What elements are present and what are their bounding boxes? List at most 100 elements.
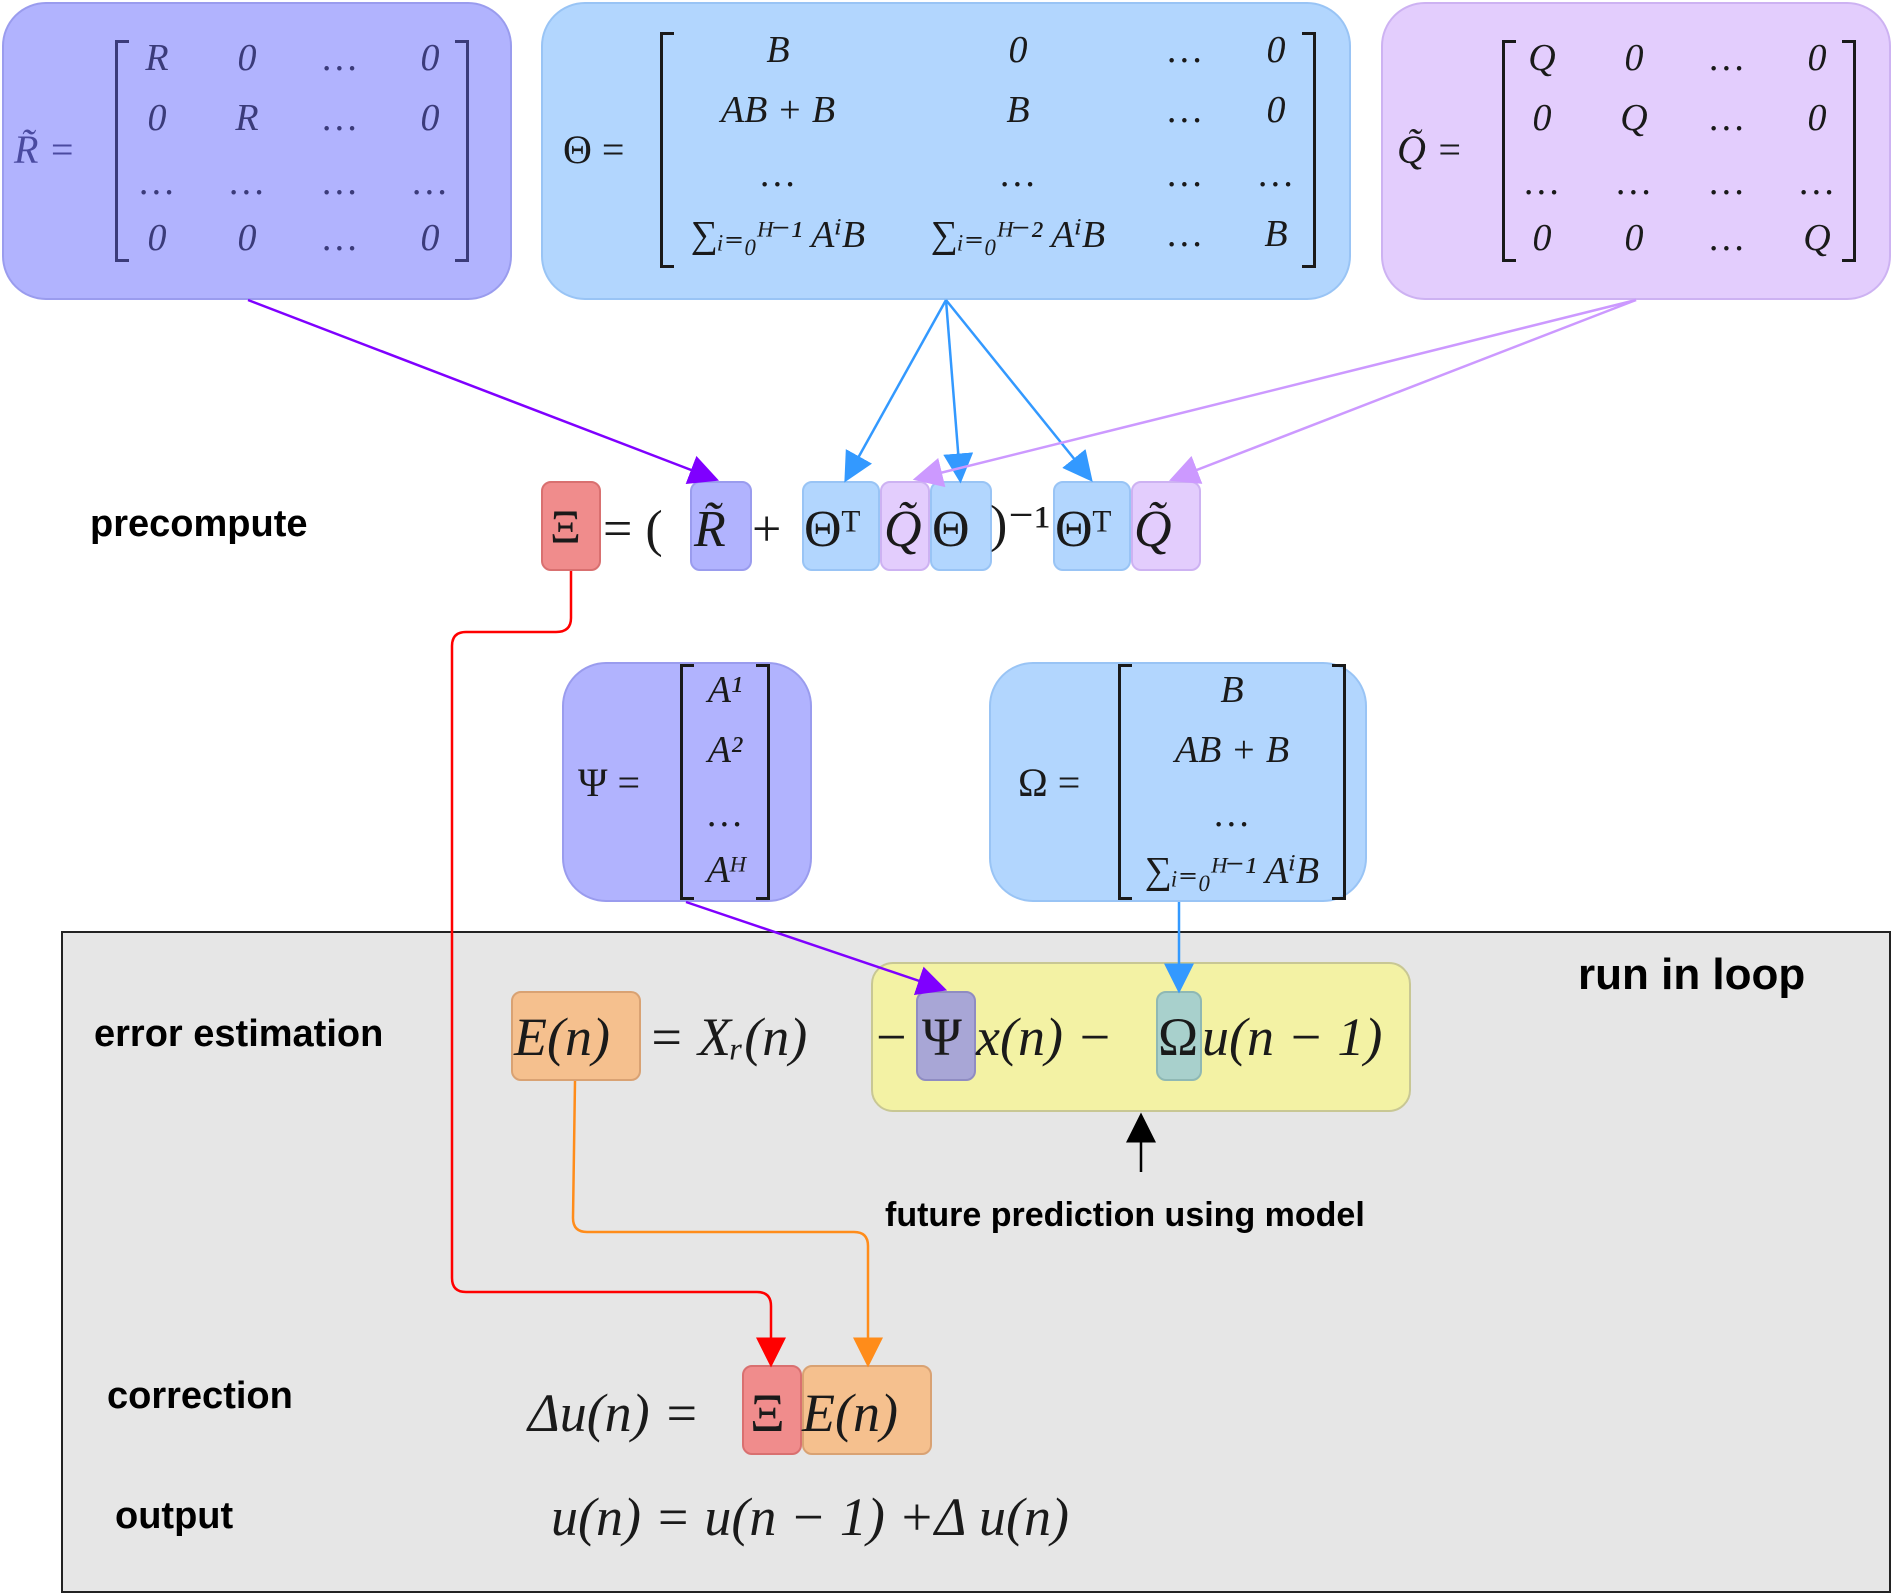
xi-equation-plus: + bbox=[752, 501, 782, 558]
output-label: output bbox=[115, 1495, 234, 1537]
xi-equation-theta: Θ bbox=[932, 501, 970, 558]
q-tilde-left-bracket bbox=[1502, 40, 1516, 262]
q-tilde-highlight bbox=[880, 481, 930, 571]
xi-equation-q2: Q̃ bbox=[1134, 501, 1172, 558]
xi-equation-xi: Ξ bbox=[550, 501, 581, 554]
q-tilde-cell-0-1: 0 bbox=[1624, 37, 1644, 79]
error-eq-u: u(n − 1) bbox=[1202, 1007, 1383, 1067]
precompute-label: precompute bbox=[90, 503, 308, 545]
theta-right-bracket bbox=[1302, 32, 1316, 268]
psi-left-bracket bbox=[680, 664, 694, 900]
error-estimation-label: error estimation bbox=[94, 1013, 384, 1055]
theta-cell-1-2: … bbox=[1168, 89, 1202, 131]
omega-cell-2-0: … bbox=[1215, 793, 1249, 835]
q-tilde-cell-3-2: … bbox=[1710, 217, 1744, 259]
omega-left-bracket bbox=[1118, 664, 1132, 900]
xi-equation-theta-t2: Θᵀ bbox=[1055, 501, 1112, 558]
q-tilde-cell-3-0: 0 bbox=[1532, 217, 1552, 259]
q-tilde-cell-1-3: 0 bbox=[1807, 97, 1827, 139]
q-tilde-cell-0-0: Q bbox=[1528, 37, 1556, 79]
theta-cell-3-0: ∑ᵢ₌₀ᴴ⁻¹ AⁱB bbox=[690, 214, 866, 256]
r-tilde-cell-3-1: 0 bbox=[237, 217, 257, 259]
omega-cell-0-0: B bbox=[1220, 669, 1244, 711]
r-tilde-cell-0-3: 0 bbox=[420, 37, 440, 79]
theta-cell-3-3: B bbox=[1264, 213, 1288, 255]
xi-equation-q: Q̃ bbox=[884, 501, 922, 558]
theta-cell-2-1: … bbox=[1001, 153, 1035, 195]
r-tilde-cell-0-2: … bbox=[323, 37, 357, 79]
theta-cell-1-0: AB + B bbox=[720, 89, 836, 131]
future-prediction-label: future prediction using model bbox=[885, 1196, 1365, 1234]
q-tilde-cell-2-3: … bbox=[1800, 161, 1834, 203]
correction-xi: Ξ bbox=[750, 1383, 785, 1443]
theta-cell-2-3: … bbox=[1259, 153, 1293, 195]
r-tilde-cell-3-3: 0 bbox=[420, 217, 440, 259]
q-tilde-cell-0-3: 0 bbox=[1807, 37, 1827, 79]
psi-cell-1-0: A² bbox=[707, 729, 743, 771]
q-tilde-right-bracket bbox=[1842, 40, 1856, 262]
r-tilde-cell-1-2: … bbox=[323, 97, 357, 139]
error-eq-omega: Ω bbox=[1158, 1007, 1199, 1067]
q-tilde-lhs: Q̃ = bbox=[1397, 127, 1463, 172]
q-tilde-cell-3-1: 0 bbox=[1624, 217, 1644, 259]
r-tilde-right-bracket bbox=[455, 40, 469, 262]
r-tilde-cell-2-0: … bbox=[140, 161, 174, 203]
r-tilde-cell-2-3: … bbox=[413, 161, 447, 203]
q-tilde-cell-2-1: … bbox=[1617, 161, 1651, 203]
error-eq-xr: = Xᵣ(n) bbox=[648, 1007, 808, 1067]
run-in-loop-label: run in loop bbox=[1578, 950, 1806, 999]
arrow-q-to-q bbox=[912, 298, 1637, 488]
theta-cell-2-2: … bbox=[1168, 153, 1202, 195]
error-eq-minus: − bbox=[876, 1007, 907, 1067]
xi-equation-eq-open: = ( bbox=[603, 501, 663, 558]
theta-cell-1-1: B bbox=[1006, 89, 1030, 131]
theta-matrix-box bbox=[541, 2, 1351, 300]
r-tilde-cell-0-0: R bbox=[145, 37, 169, 79]
theta-cell-0-3: 0 bbox=[1266, 29, 1286, 71]
r-tilde-cell-2-2: … bbox=[323, 161, 357, 203]
omega-lhs: Ω = bbox=[1018, 760, 1081, 805]
theta-cell-3-1: ∑ᵢ₌₀ᴴ⁻² AⁱB bbox=[930, 214, 1106, 256]
omega-highlight bbox=[1156, 991, 1202, 1081]
arrow-r-to-r bbox=[247, 298, 720, 484]
theta-cell-2-0: … bbox=[761, 153, 795, 195]
correction-e: E(n) bbox=[802, 1383, 898, 1443]
r-tilde-left-bracket bbox=[115, 40, 129, 262]
r-tilde-cell-0-1: 0 bbox=[237, 37, 257, 79]
theta-highlight bbox=[930, 481, 992, 571]
xi-equation-close-inv: )⁻¹ bbox=[990, 496, 1051, 553]
psi-lhs: Ψ = bbox=[578, 760, 641, 805]
omega-right-bracket bbox=[1332, 664, 1346, 900]
omega-cell-1-0: AB + B bbox=[1174, 729, 1290, 771]
q-tilde-cell-1-0: 0 bbox=[1532, 97, 1552, 139]
arrow-theta-to-theta-t2 bbox=[945, 299, 1093, 482]
r-tilde-matrix-box bbox=[2, 2, 512, 300]
xi-correction-highlight bbox=[742, 1365, 802, 1455]
arrow-theta-to-theta-t bbox=[844, 299, 948, 483]
q-tilde-cell-0-2: … bbox=[1710, 37, 1744, 79]
error-eq-e: E(n) bbox=[514, 1007, 610, 1067]
r-tilde-lhs: R̃ = bbox=[14, 127, 76, 172]
arrow-q-to-q2 bbox=[1169, 298, 1637, 484]
theta-lhs: Θ = bbox=[563, 127, 625, 172]
error-eq-psi: Ψ bbox=[922, 1007, 962, 1067]
q-tilde2-highlight bbox=[1131, 481, 1201, 571]
omega-matrix-box bbox=[989, 662, 1367, 902]
psi-cell-0-0: A¹ bbox=[707, 669, 743, 711]
output-equation: u(n) = u(n − 1) +Δ u(n) bbox=[551, 1487, 1069, 1547]
r-tilde-cell-1-1: R bbox=[235, 97, 259, 139]
q-tilde-matrix-box bbox=[1381, 2, 1891, 300]
r-tilde-cell-3-2: … bbox=[323, 217, 357, 259]
q-tilde-cell-1-1: Q bbox=[1620, 97, 1648, 139]
r-tilde-highlight bbox=[690, 481, 752, 571]
q-tilde-cell-3-3: Q bbox=[1803, 217, 1831, 259]
omega-cell-3-0: ∑ᵢ₌₀ᴴ⁻¹ AⁱB bbox=[1144, 850, 1320, 892]
correction-label: correction bbox=[107, 1375, 293, 1417]
theta-cell-0-0: B bbox=[766, 29, 790, 71]
theta-cell-0-1: 0 bbox=[1008, 29, 1028, 71]
error-eq-x: x(n) − bbox=[976, 1007, 1113, 1067]
q-tilde-cell-2-0: … bbox=[1525, 161, 1559, 203]
arrow-theta-to-theta bbox=[943, 299, 974, 484]
r-tilde-cell-1-3: 0 bbox=[420, 97, 440, 139]
